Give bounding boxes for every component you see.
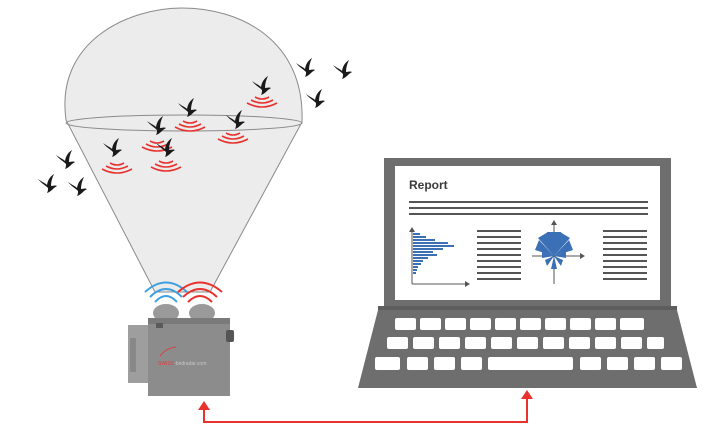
laptop: Report (358, 158, 697, 388)
bird-icon (306, 89, 325, 108)
radar-brand-label: SWISS-birdradar.com (158, 361, 206, 367)
bird-icon (38, 174, 57, 193)
arrow-up-icon (198, 401, 210, 410)
rose-diagram-icon (532, 220, 585, 284)
report-header-lines (409, 201, 648, 215)
radar-device: SWISS-birdradar.com (128, 281, 234, 396)
report: Report (409, 178, 648, 287)
histogram-icon (409, 227, 470, 287)
bird-icon (68, 177, 87, 196)
bird-icon (333, 60, 352, 79)
keyboard (375, 318, 682, 370)
data-connection-link (198, 390, 533, 423)
report-title: Report (409, 178, 448, 192)
bird-icon (56, 150, 75, 169)
laptop-screen (395, 166, 660, 300)
radar-device-body (148, 318, 230, 396)
receive-signal-icon (177, 281, 223, 303)
spacebar (488, 357, 573, 370)
beam-cone (64, 7, 303, 293)
bird-icon (296, 58, 315, 77)
transmit-signal-icon (144, 281, 188, 303)
radar-beam (64, 7, 303, 293)
report-text-block (477, 230, 521, 280)
report-text-block (603, 230, 647, 280)
arrow-up-icon (521, 390, 533, 399)
